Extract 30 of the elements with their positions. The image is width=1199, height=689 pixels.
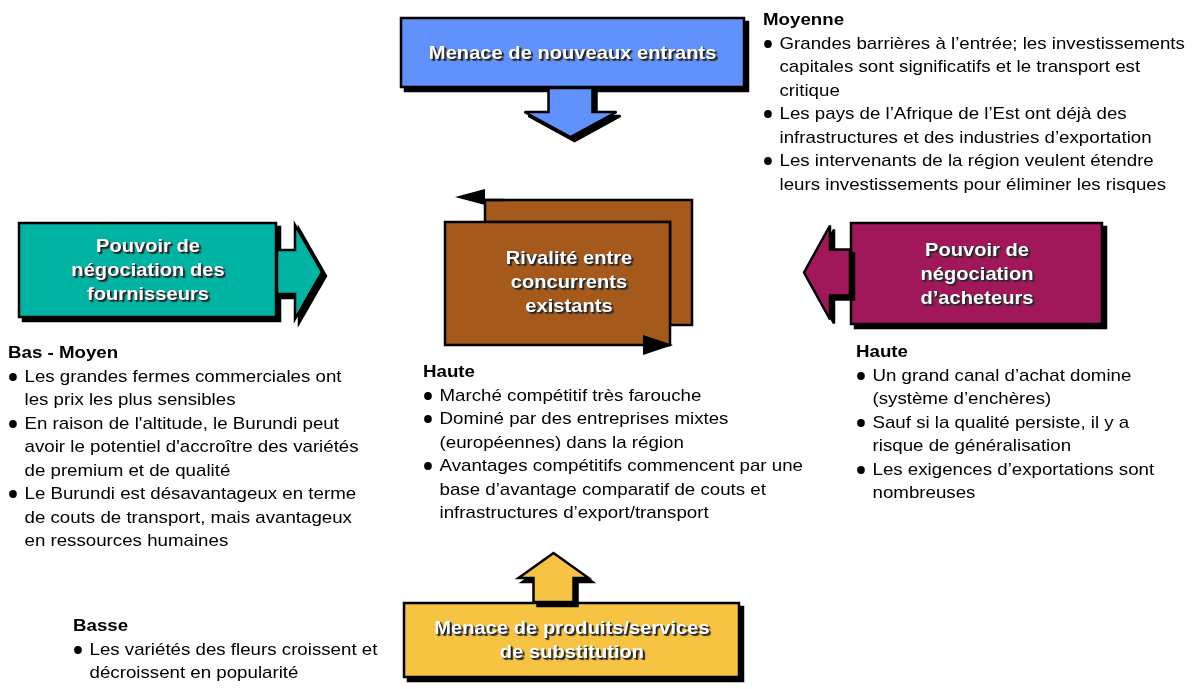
rating-heading: Haute <box>423 361 476 383</box>
force-box <box>18 222 277 318</box>
rating-heading: Basse <box>73 615 130 637</box>
bullet-text: Sauf si la qualité persiste, il y a risque de généralisation <box>872 412 1130 455</box>
block-arrow <box>523 86 618 139</box>
rating-heading: Bas - Moyen <box>8 342 120 364</box>
block-arrow <box>514 551 593 604</box>
force-box <box>850 222 1103 325</box>
block-arrow <box>275 220 324 324</box>
bullet-text: Avantages compétitifs commencent par une base d’avantage comparatif de couts et infrastructures d’export/transport <box>439 456 803 522</box>
rating-heading: Haute <box>856 341 909 363</box>
bullet-text: Grandes barrières à l’entrée; les investissements capitales sont significatifs et le transport est critique <box>779 33 1185 100</box>
bullet-text: En raison de l'altitude, le Burundi peut avoir le potentiel d'accroître des variétés de premium et de qualité <box>24 413 359 480</box>
bullet-text: Un grand canal d’achat domine (système d’enchères) <box>872 365 1132 408</box>
rating-heading: Moyenne <box>763 9 846 31</box>
bullet-text: Les intervenants de la région veulent étendre leurs investissements pour éliminer les risques <box>779 151 1167 194</box>
force-box <box>400 17 745 88</box>
bullet-text: Les pays de l’Afrique de l’Est ont déjà des infrastructures et des industries d’exportation <box>779 104 1152 147</box>
force-box <box>403 602 740 678</box>
block-arrow <box>802 224 852 321</box>
box-label: Pouvoir de négociation d’acheteurs <box>918 237 1035 310</box>
box-label: Menace de nouveaux entrants <box>428 40 717 65</box>
bullet-text: Marché compétitif très farouche <box>439 385 702 405</box>
bullet-text: Le Burundi est désavantageux en terme de couts de transport, mais avantageux en ressources humaines <box>24 484 357 550</box>
bullet-text: Dominé par des entreprises mixtes (européennes) dans la région <box>439 409 729 452</box>
bullet-text: Les grandes fermes commerciales ont les prix les plus sensibles <box>24 366 342 409</box>
box-label: Menace de produits/services de substitution <box>432 616 711 664</box>
box-label: Pouvoir de négociation des fournisseurs <box>69 234 226 306</box>
bullet-text: Les exigences d’exportations sont nombreuses <box>872 459 1155 502</box>
bullet-text: Les variétés des fleurs croissent et décroissent en popularité <box>89 639 378 682</box>
